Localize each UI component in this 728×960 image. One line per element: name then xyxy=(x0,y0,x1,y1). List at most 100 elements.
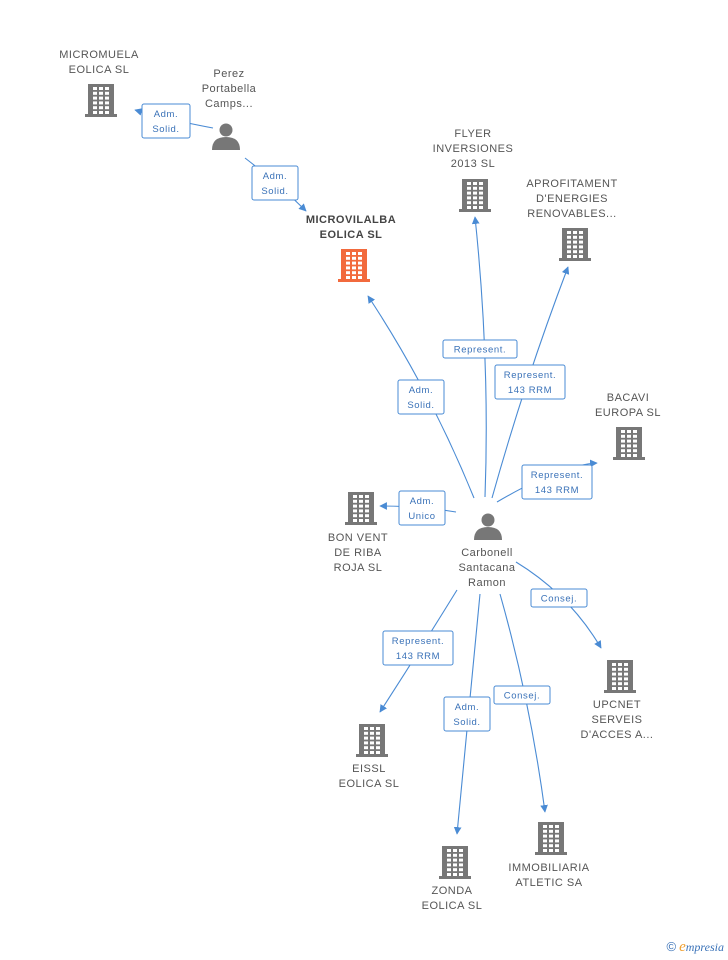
node-label-micromuela[interactable]: EOLICA SL xyxy=(69,64,130,76)
node-bonvent[interactable]: BON VENT DE RIBA ROJA SL xyxy=(328,492,388,574)
edge-label-text: Adm. xyxy=(409,385,434,396)
node-label-bonvent[interactable]: DE RIBA xyxy=(334,547,382,559)
node-label-immobiliaria[interactable]: ATLETIC SA xyxy=(515,877,582,889)
edge-label-text: Represent. xyxy=(454,345,506,356)
person-icon[interactable] xyxy=(474,513,502,541)
edge-label-text: Solid. xyxy=(152,124,179,135)
edge-label-box xyxy=(382,630,454,666)
node-label-eissl[interactable]: EISSL xyxy=(352,763,386,775)
edge-label-perez-to-micromuela: Adm. Solid. xyxy=(141,103,191,139)
edge-label-text: Represent. xyxy=(504,370,556,381)
edge-label-carbonell-to-aprofitament: Represent. 143 RRM xyxy=(494,364,566,400)
node-label-perez[interactable]: Camps... xyxy=(205,98,253,110)
edge-label-text: Consej. xyxy=(541,594,577,605)
edge-label-text: 143 RRM xyxy=(508,385,552,396)
node-label-aprofitament[interactable]: D'ENERGIES xyxy=(536,193,608,205)
edge-label-box xyxy=(251,165,299,201)
edge-label-carbonell-to-bonvent: Adm. Unico xyxy=(398,490,446,526)
edge-label-text: Solid. xyxy=(453,717,480,728)
node-label-bacavi[interactable]: BACAVI xyxy=(607,392,650,404)
node-label-aprofitament[interactable]: RENOVABLES... xyxy=(527,208,616,220)
building-icon[interactable] xyxy=(613,427,645,460)
building-icon[interactable] xyxy=(535,822,567,855)
node-label-perez[interactable]: Portabella xyxy=(202,83,257,95)
edge-label-box xyxy=(398,490,446,526)
node-label-bacavi[interactable]: EUROPA SL xyxy=(595,407,661,419)
node-label-upcnet[interactable]: UPCNET xyxy=(593,699,641,711)
brand-logo-text: mpresia xyxy=(685,940,724,954)
edge-label-text: Represent. xyxy=(531,470,583,481)
edge-label-text: 143 RRM xyxy=(535,485,579,496)
edge-label-text: Adm. xyxy=(455,702,480,713)
edge-label-carbonell-to-eissl: Represent. 143 RRM xyxy=(382,630,454,666)
node-eissl[interactable]: EISSL EOLICA SL xyxy=(339,724,400,790)
node-label-microvilalba[interactable]: MICROVILALBA xyxy=(306,214,396,226)
edge-label-text: Solid. xyxy=(261,186,288,197)
edge-label-carbonell-to-bacavi: Represent. 143 RRM xyxy=(521,464,593,500)
person-icon[interactable] xyxy=(212,123,240,151)
node-label-bonvent[interactable]: ROJA SL xyxy=(334,562,383,574)
edge-label-box xyxy=(530,588,588,608)
node-aprofitament[interactable]: APROFITAMENT D'ENERGIES RENOVABLES... xyxy=(526,178,617,261)
edge-label-perez-to-microvilalba: Adm. Solid. xyxy=(251,165,299,201)
edge-label-text: Consej. xyxy=(504,691,540,702)
node-upcnet[interactable]: UPCNET SERVEIS D'ACCES A... xyxy=(581,660,654,741)
edge-label-text: Represent. xyxy=(392,636,444,647)
edge-label-carbonell-to-upcnet: Consej. xyxy=(530,588,588,608)
building-icon[interactable] xyxy=(338,249,370,282)
node-label-upcnet[interactable]: SERVEIS xyxy=(592,714,643,726)
edge-label-box xyxy=(141,103,191,139)
node-label-upcnet[interactable]: D'ACCES A... xyxy=(581,729,654,741)
node-label-carbonell[interactable]: Ramon xyxy=(468,577,506,589)
node-label-flyer[interactable]: FLYER xyxy=(454,128,491,140)
edge-label-box xyxy=(493,685,551,705)
node-label-immobiliaria[interactable]: IMMOBILIARIA xyxy=(508,862,589,874)
building-icon[interactable] xyxy=(559,228,591,261)
node-microvilalba[interactable]: MICROVILALBA EOLICA SL xyxy=(306,214,396,282)
edge-label-carbonell-to-microvilalba: Adm. Solid. xyxy=(397,379,445,415)
node-label-flyer[interactable]: INVERSIONES xyxy=(433,143,514,155)
edge-label-box xyxy=(521,464,593,500)
copyright-icon: © xyxy=(666,939,677,954)
edge-label-carbonell-to-flyer: Represent. xyxy=(442,339,518,359)
edge-label-text: Unico xyxy=(408,511,435,522)
building-icon[interactable] xyxy=(85,84,117,117)
edge-label-box xyxy=(443,696,491,732)
edge-label-box xyxy=(397,379,445,415)
edge-label-box xyxy=(494,364,566,400)
node-label-microvilalba[interactable]: EOLICA SL xyxy=(320,229,383,241)
node-perez[interactable]: PerezPortabellaCamps... xyxy=(202,68,257,150)
building-icon[interactable] xyxy=(604,660,636,693)
edge-label-carbonell-to-zonda: Adm. Solid. xyxy=(443,696,491,732)
building-icon[interactable] xyxy=(356,724,388,757)
building-icon[interactable] xyxy=(345,492,377,525)
edge-label-box xyxy=(442,339,518,359)
edge-label-text: Solid. xyxy=(407,400,434,411)
node-flyer[interactable]: FLYER INVERSIONES 2013 SL xyxy=(433,128,514,212)
brand-footer: ©empresia xyxy=(667,938,725,956)
building-icon[interactable] xyxy=(439,846,471,879)
edge-label-text: Adm. xyxy=(154,109,179,120)
building-icon[interactable] xyxy=(459,179,491,212)
node-label-aprofitament[interactable]: APROFITAMENT xyxy=(526,178,617,190)
node-zonda[interactable]: ZONDA EOLICA SL xyxy=(422,846,483,912)
node-bacavi[interactable]: BACAVI EUROPA SL xyxy=(595,392,661,460)
node-immobiliaria[interactable]: IMMOBILIARIA ATLETIC SA xyxy=(508,822,589,889)
node-label-zonda[interactable]: ZONDA xyxy=(432,885,473,897)
node-label-carbonell[interactable]: Carbonell xyxy=(461,547,513,559)
edge-label-carbonell-to-immobiliaria: Consej. xyxy=(493,685,551,705)
node-label-carbonell[interactable]: Santacana xyxy=(458,562,515,574)
edge-label-text: Adm. xyxy=(410,496,435,507)
node-label-flyer[interactable]: 2013 SL xyxy=(451,158,495,170)
node-label-perez[interactable]: Perez xyxy=(213,68,244,80)
edge-label-text: Adm. xyxy=(263,171,288,182)
node-micromuela[interactable]: MICROMUELA EOLICA SL xyxy=(59,49,139,117)
brand-logo-initial: e xyxy=(679,939,686,955)
node-label-micromuela[interactable]: MICROMUELA xyxy=(59,49,139,61)
edge-label-text: 143 RRM xyxy=(396,651,440,662)
node-label-eissl[interactable]: EOLICA SL xyxy=(339,778,400,790)
node-label-bonvent[interactable]: BON VENT xyxy=(328,532,388,544)
node-label-zonda[interactable]: EOLICA SL xyxy=(422,900,483,912)
